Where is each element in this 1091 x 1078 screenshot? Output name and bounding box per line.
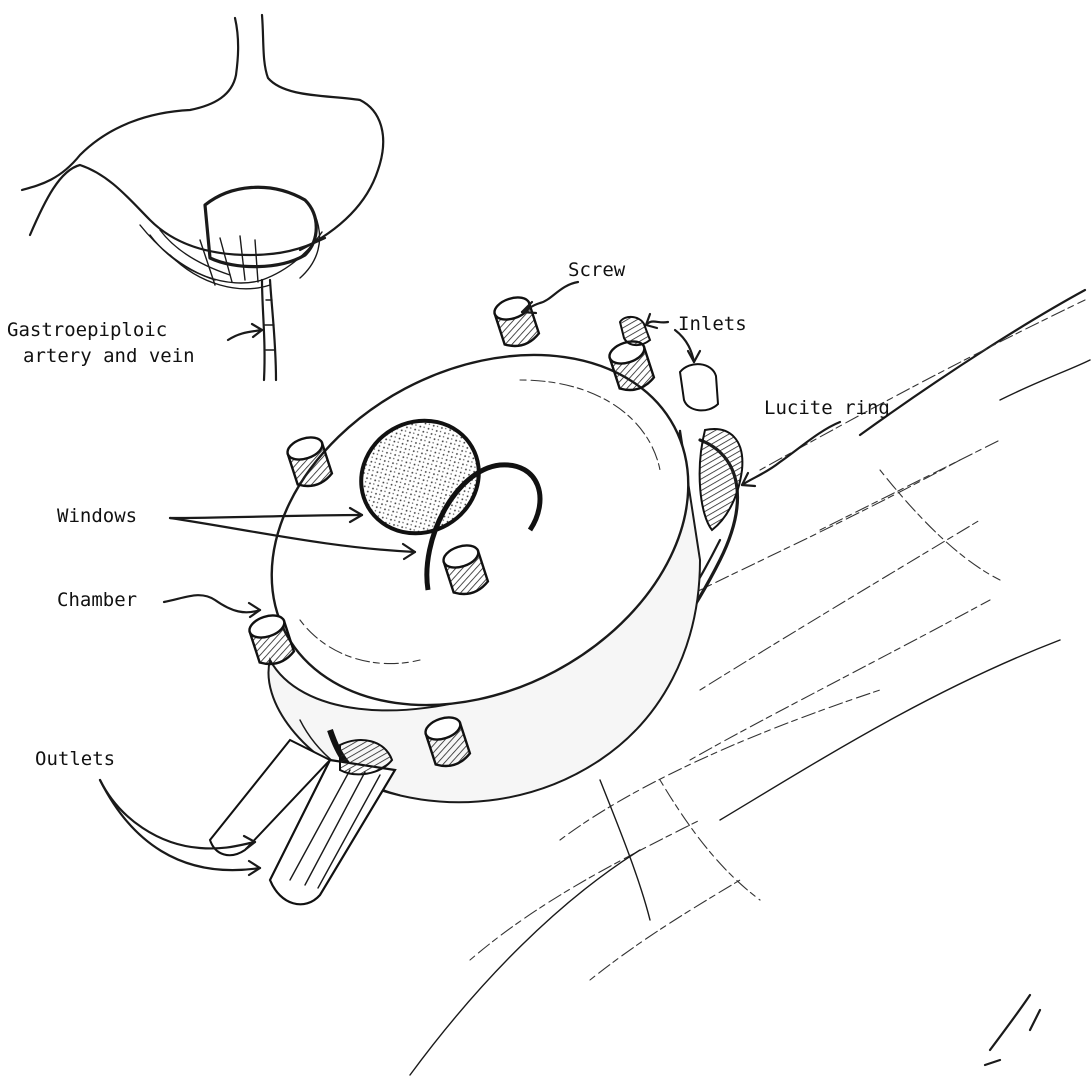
label-outlets: Outlets: [35, 748, 115, 770]
label-screw: Screw: [568, 259, 626, 281]
label-windows: Windows: [57, 505, 137, 527]
outlets: [210, 740, 395, 904]
label-vessels-line1: Gastroepiploic: [7, 319, 167, 341]
label-inlets: Inlets: [678, 313, 747, 335]
screw-icon: [492, 293, 541, 350]
label-lucite-ring: Lucite ring: [764, 397, 890, 419]
chamber-body: [211, 285, 750, 802]
label-chamber: Chamber: [57, 589, 137, 611]
label-vessels-line2: artery and vein: [23, 345, 195, 367]
